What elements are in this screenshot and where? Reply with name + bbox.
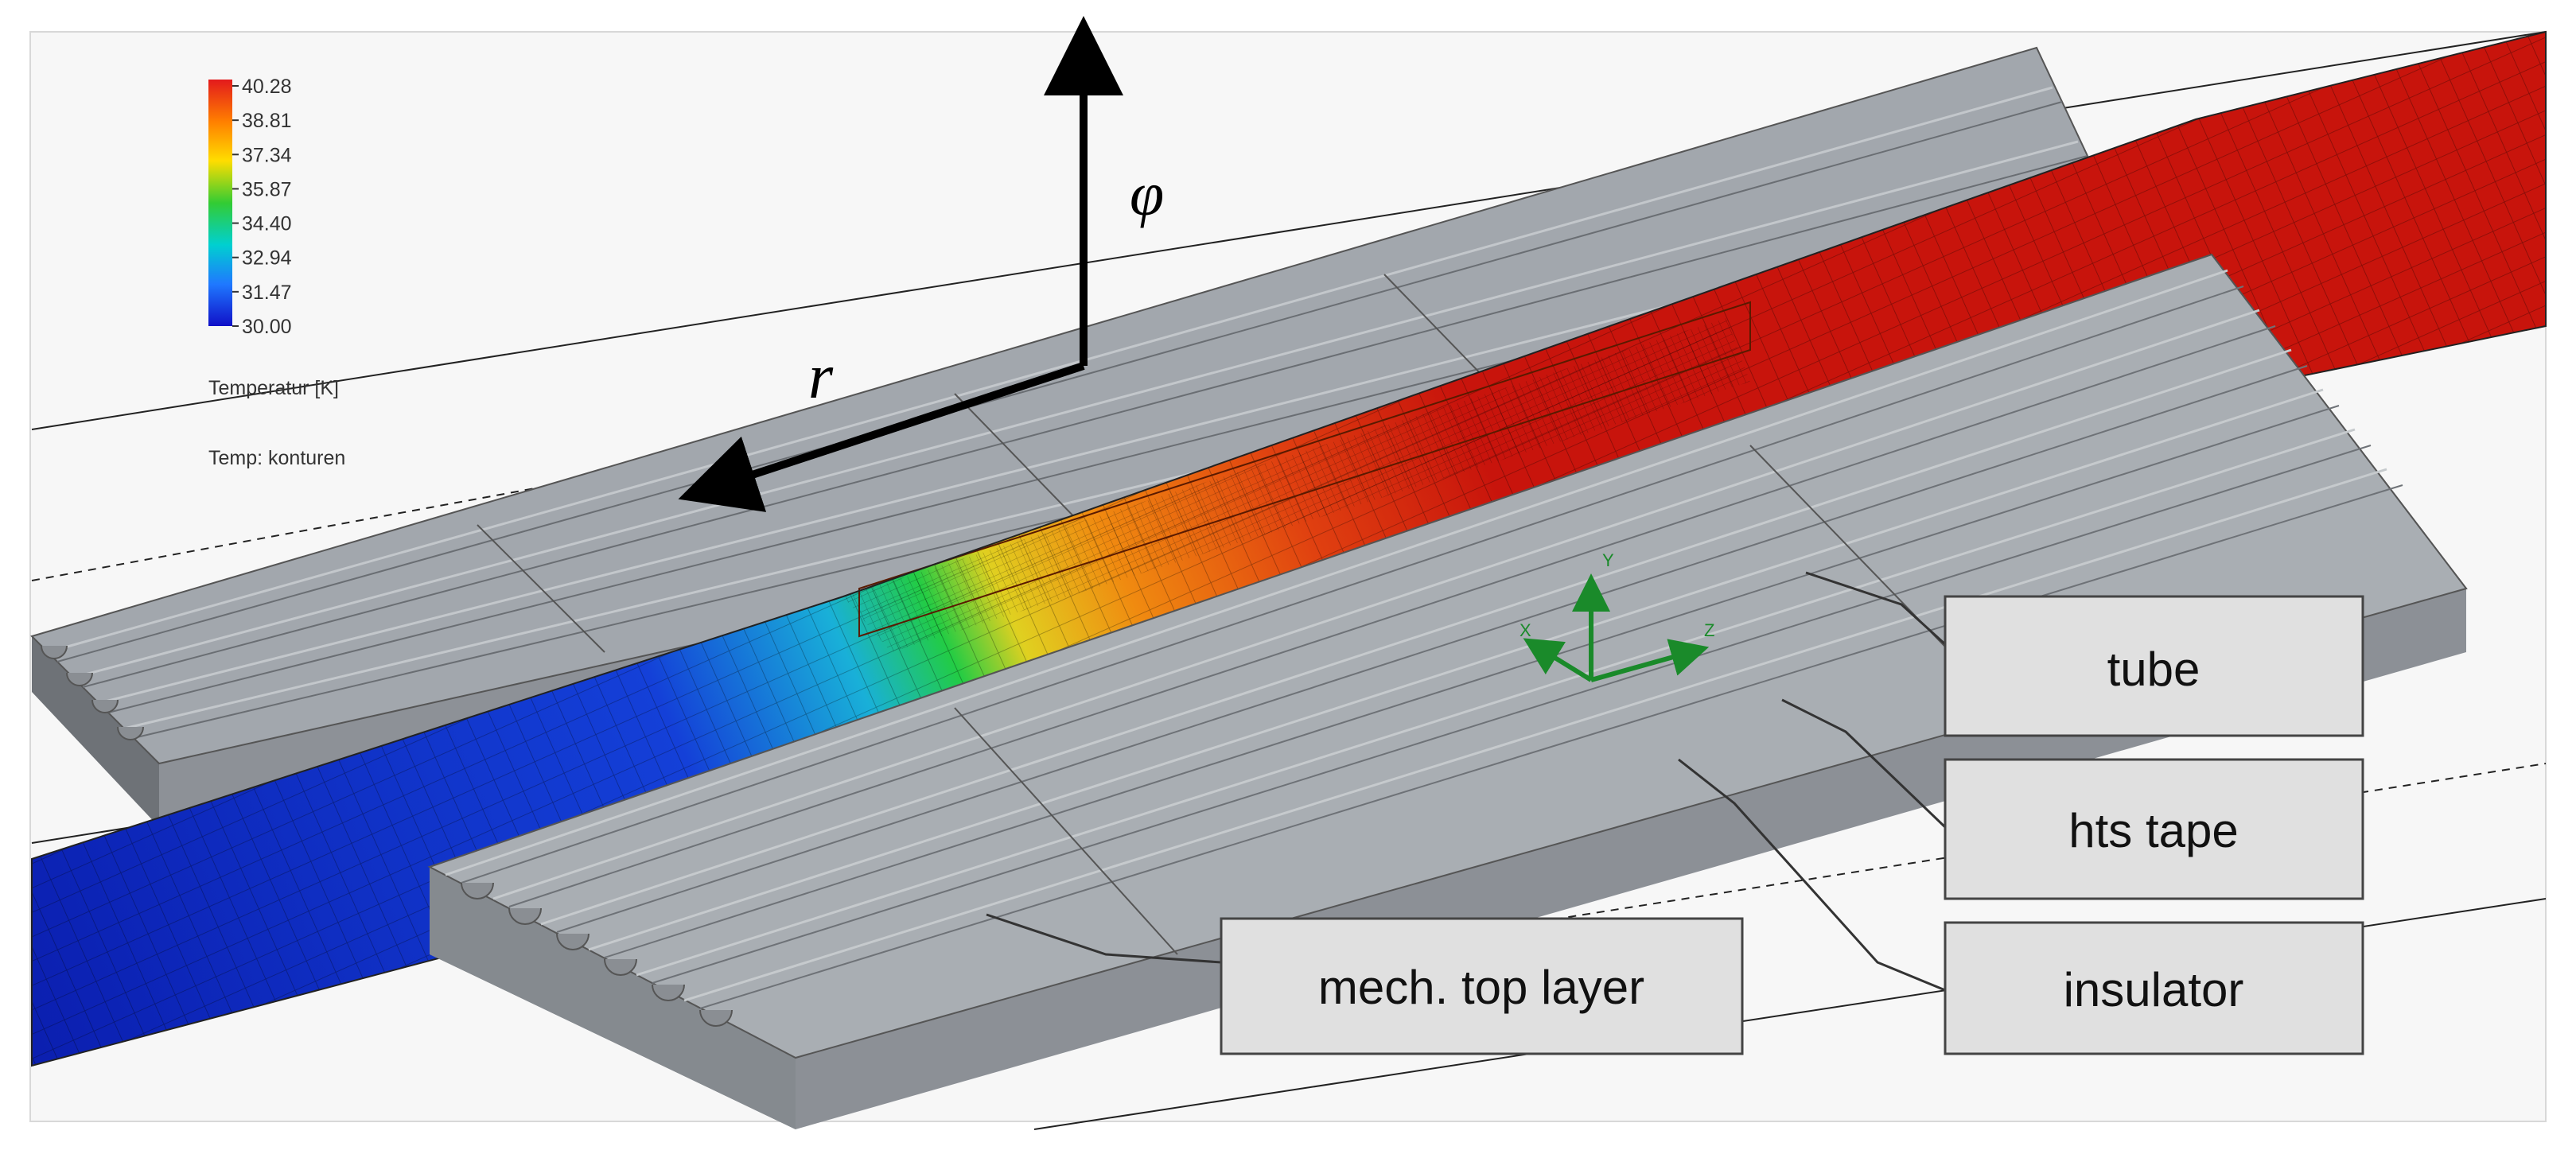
legend-tick-label: 35.87 <box>242 178 292 200</box>
legend-tick-label: 37.34 <box>242 144 292 166</box>
legend-tick-label: 38.81 <box>242 110 292 132</box>
triad-x-axis <box>1523 638 1593 682</box>
callout-mech-box <box>1220 917 1744 1055</box>
xyz-triad: Y Z X <box>1520 550 1714 682</box>
callout-mech-top-layer: mech. top layer <box>1220 917 1744 1055</box>
tube-leader <box>1805 571 1947 646</box>
phi-axis-label: φ <box>1130 159 1164 228</box>
triad-x-label: X <box>1520 620 1531 640</box>
insulator-leader <box>1678 758 1946 992</box>
callout-tube-box <box>1944 595 2364 737</box>
callout-insulator: insulator <box>1944 921 2364 1055</box>
r-axis-label: r <box>808 342 834 412</box>
callout-hts-label: hts tape <box>2068 804 2239 857</box>
legend-plot-label: Temp: konturen <box>208 447 345 469</box>
mech-leader <box>986 913 1222 964</box>
legend-tick-label: 32.94 <box>242 247 292 270</box>
callout-hts-box <box>1944 758 2364 900</box>
temperature-legend: 40.28 38.81 37.34 35.87 34.40 32.94 31.47 30.00… <box>208 76 345 469</box>
cylindrical-axes: φ r <box>678 16 1164 512</box>
callout-mech-label: mech. top layer <box>1318 961 1644 1014</box>
legend-tick-labels: 40.28 38.81 37.34 35.87 34.40 32.94 31.47 30.00 <box>232 76 292 338</box>
callout-leaders <box>986 571 1947 992</box>
legend-tick-label: 30.00 <box>242 316 292 338</box>
callout-insulator-box <box>1944 921 2364 1055</box>
triad-y-label: Y <box>1602 550 1614 570</box>
hts-leader <box>1781 698 1947 829</box>
legend-colorbar <box>208 80 232 326</box>
triad-z-label: Z <box>1704 620 1714 640</box>
callout-hts-tape: hts tape <box>1944 758 2364 900</box>
r-axis-arrow <box>678 362 1085 512</box>
triad-z-axis <box>1590 639 1710 682</box>
callout-tube-label: tube <box>2107 643 2200 696</box>
legend-tick-label: 31.47 <box>242 282 292 304</box>
callout-tube: tube <box>1944 595 2364 737</box>
callout-insulator-label: insulator <box>2064 963 2244 1016</box>
legend-tick-label: 40.28 <box>242 76 292 98</box>
legend-tick-label: 34.40 <box>242 213 292 235</box>
legend-quantity-label: Temperatur [K] <box>208 377 339 399</box>
